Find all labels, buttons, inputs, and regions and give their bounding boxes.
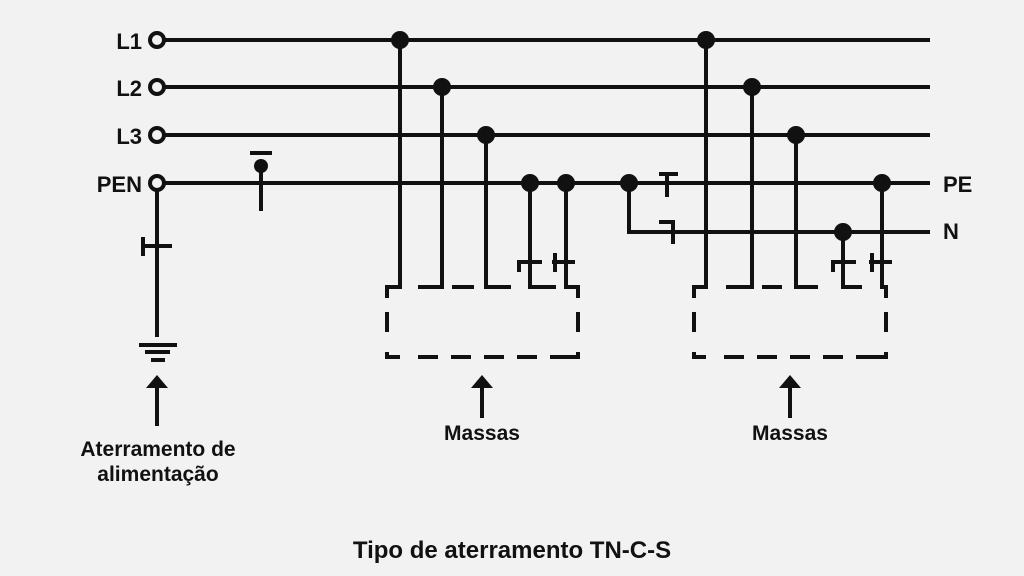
junction-dot: [433, 78, 451, 96]
caption-supply-grounding: Aterramento de alimentação: [40, 437, 276, 487]
label-pen: PEN: [96, 172, 142, 197]
junction-dot: [787, 126, 805, 144]
l1-terminal: [148, 31, 166, 49]
label-l1: L1: [116, 29, 142, 54]
junction-dot: [697, 31, 715, 49]
junction-dot: [391, 31, 409, 49]
l2-terminal: [148, 78, 166, 96]
label-pe: PE: [943, 172, 973, 197]
junction-dot: [557, 174, 575, 192]
caption-supply-line-1: Aterramento de: [80, 438, 236, 461]
junction-dot: [620, 174, 638, 192]
label-l3: L3: [116, 124, 142, 149]
junction-dot: [834, 223, 852, 241]
junction-dot: [743, 78, 761, 96]
l3-terminal: [148, 126, 166, 144]
n-conductor: [627, 183, 930, 234]
masses-2-arrow-head: [779, 375, 801, 388]
junction-dot: [477, 126, 495, 144]
pen-terminal: [148, 174, 166, 192]
caption-masses-2: Massas: [752, 422, 828, 445]
supply-arrow-head: [146, 375, 168, 388]
caption-supply-line-2: alimentação: [97, 463, 219, 486]
masses-1-arrow-head: [471, 375, 493, 388]
junction-dot: [873, 174, 891, 192]
pen-test-point-dot: [254, 159, 268, 173]
caption-masses-1: Massas: [444, 422, 520, 445]
label-n: N: [943, 219, 959, 244]
junction-dot: [521, 174, 539, 192]
diagram-title: Tipo de aterramento TN-C-S: [352, 537, 672, 564]
label-l2: L2: [116, 76, 142, 101]
